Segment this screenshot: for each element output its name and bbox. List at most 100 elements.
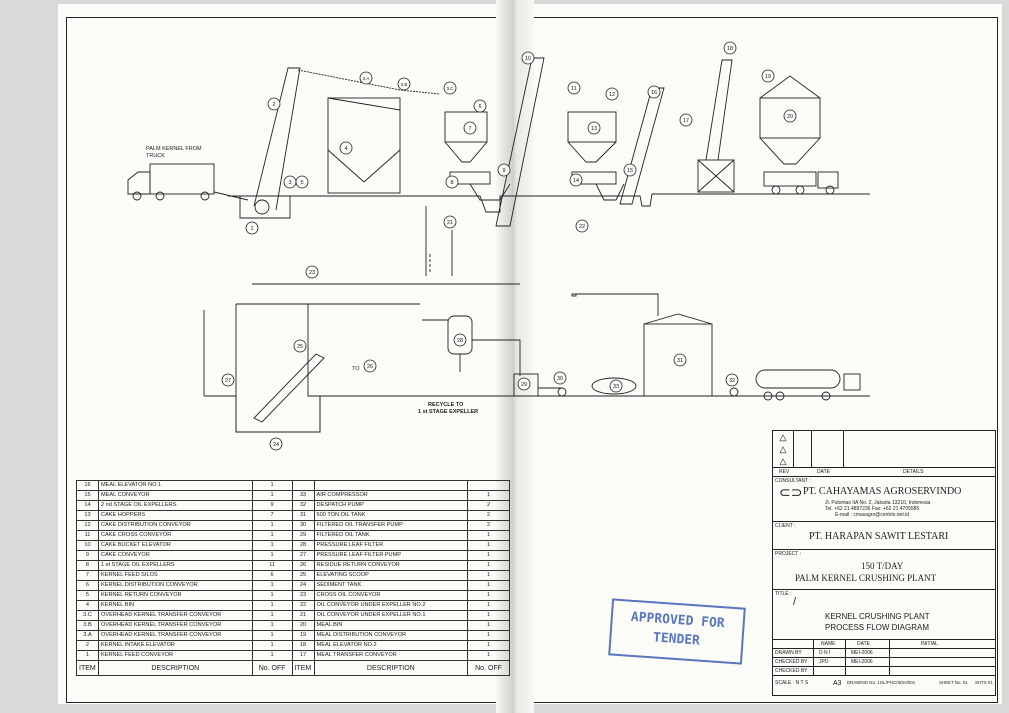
initial-header: INITIAL xyxy=(921,641,938,647)
item-number: 5 xyxy=(76,590,99,601)
checked-by-label: CHECKED BY xyxy=(775,659,808,665)
item-description: CAKE CROSS CONVEYOR xyxy=(97,530,253,541)
item-bubble-7: 7 xyxy=(463,121,477,135)
svg-text:14: 14 xyxy=(573,178,579,184)
meal-despatch-truck xyxy=(763,171,839,195)
header-qty: No. OFF xyxy=(251,660,293,676)
meal-bin xyxy=(697,59,735,193)
header-qty-2: No. OFF xyxy=(467,660,510,676)
air-compressor xyxy=(591,377,637,395)
item-description-2: DESPATCH PUMP xyxy=(313,500,469,511)
truck-label-2: TRUCK xyxy=(146,153,165,159)
svg-text:6: 6 xyxy=(478,104,481,110)
item-description-2 xyxy=(313,480,469,491)
item-bubble-14: 14 xyxy=(569,173,583,187)
item-bubble-6: 6 xyxy=(473,99,487,113)
item-number: 3.A xyxy=(76,630,99,641)
item-bubble-25: 25 xyxy=(293,339,307,353)
item-qty: 6 xyxy=(251,570,293,581)
item-bubble-9: 9 xyxy=(497,163,511,177)
item-qty-2: 1 xyxy=(467,540,510,551)
meal-elevator-1 xyxy=(619,87,665,205)
item-qty-2: 1 xyxy=(467,590,510,601)
item-number-2: 32 xyxy=(291,500,315,511)
item-description: KERNEL FEED CONVEYOR xyxy=(97,650,253,661)
drawing-number: DRAWING No. 1GL/PHC/SDH/001 xyxy=(847,680,916,685)
oil-storage-tank xyxy=(643,313,713,397)
item-number-2: 21 xyxy=(291,610,315,621)
svg-text:30: 30 xyxy=(557,376,563,382)
filtered-oil-tank xyxy=(513,373,539,397)
item-number: 3.B xyxy=(76,620,99,631)
title-label: TITLE : xyxy=(775,591,792,597)
header-item: ITEM xyxy=(76,660,99,676)
item-qty-2: 1 xyxy=(467,640,510,651)
item-number-2: 33 xyxy=(291,490,315,501)
item-qty: 11 xyxy=(251,560,293,571)
item-number: 4 xyxy=(76,600,99,611)
item-bubble-4: 4 xyxy=(339,141,353,155)
header-item-2: ITEM xyxy=(291,660,315,676)
svg-text:15: 15 xyxy=(627,168,633,174)
revision-triangles: △△△ xyxy=(773,431,794,467)
revision-grid: △△△ xyxy=(773,431,995,468)
item-qty-2: 1 xyxy=(467,530,510,541)
item-number: 7 xyxy=(76,570,99,581)
item-qty-2: 1 xyxy=(467,610,510,621)
item-bubble-18: 18 xyxy=(723,41,737,55)
item-qty: 1 xyxy=(251,520,293,531)
intake-pit xyxy=(239,196,291,219)
item-qty: 1 xyxy=(251,590,293,601)
item-bubble-21: 21 xyxy=(443,215,457,229)
svg-text:32: 32 xyxy=(729,378,735,384)
svg-text:8: 8 xyxy=(450,180,453,186)
item-number-2: 26 xyxy=(291,560,315,571)
svg-text:7: 7 xyxy=(468,126,471,132)
item-bubble-8: 8 xyxy=(445,175,459,189)
item-qty: 1 xyxy=(251,550,293,561)
item-bubble-23: 23 xyxy=(305,265,319,279)
item-number-2: 19 xyxy=(291,630,315,641)
item-description-2: FILTERED OIL TRANSFER PUMP xyxy=(313,520,469,531)
item-number: 15 xyxy=(76,490,99,501)
item-qty-2: 2 xyxy=(467,510,510,521)
svg-text:3.B: 3.B xyxy=(401,82,408,87)
svg-text:2: 2 xyxy=(272,102,275,108)
item-number: 8 xyxy=(76,560,99,571)
svg-text:19: 19 xyxy=(765,74,771,80)
item-bubble-2: 2 xyxy=(267,97,281,111)
item-bubble-3-a: 3.A xyxy=(359,71,373,85)
item-number: 14 xyxy=(76,500,99,511)
item-number-2 xyxy=(291,480,315,491)
item-description: KERNEL BIN xyxy=(97,600,253,611)
drawn-by-name: D N I xyxy=(819,650,831,656)
svg-text:11: 11 xyxy=(571,86,577,92)
item-qty: 1 xyxy=(251,650,293,661)
item-bubble-3-c: 3.C xyxy=(443,81,457,95)
svg-text:33: 33 xyxy=(613,384,619,390)
address-line-1: Jl. Pulomas IIA No. 2, Jakarta 13210, In… xyxy=(825,500,931,506)
svg-text:23: 23 xyxy=(309,270,315,276)
header-description: DESCRIPTION xyxy=(97,660,253,676)
item-qty-2: 1 xyxy=(467,560,510,571)
item-description: OVERHEAD KERNEL TRANSFER CONVEYOR xyxy=(97,610,253,621)
svg-text:13: 13 xyxy=(591,126,597,132)
item-description-2: FILTERED OIL TANK xyxy=(313,530,469,541)
svg-text:5: 5 xyxy=(300,180,303,186)
item-description: CAKE BUCKET ELEVATOR xyxy=(97,540,253,551)
item-bubble-20: 20 xyxy=(783,109,797,123)
ground-line-lower xyxy=(204,395,870,433)
item-bubble-27: 27 xyxy=(221,373,235,387)
svg-text:22: 22 xyxy=(579,224,585,230)
item-bubble-11: 11 xyxy=(567,81,581,95)
item-qty: 7 xyxy=(251,510,293,521)
